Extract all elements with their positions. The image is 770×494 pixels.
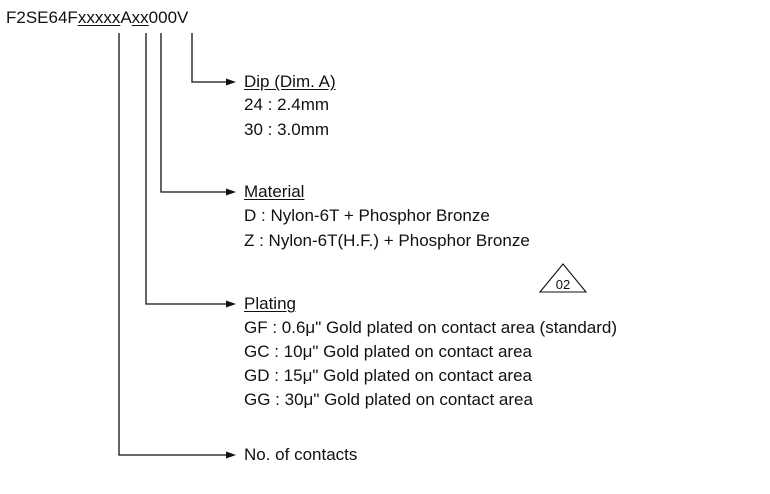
part-number-separator: A xyxy=(120,8,132,27)
dip-leader-line xyxy=(191,33,228,83)
dip-heading: Dip (Dim. A) xyxy=(244,72,336,91)
plating-arrowhead xyxy=(226,300,236,308)
contacts-heading: No. of contacts xyxy=(244,445,358,464)
plating-leader-line xyxy=(145,33,228,305)
material-arrowhead xyxy=(226,188,236,196)
dip-arrowhead xyxy=(226,78,236,86)
plating-option: GG : 30μ" Gold plated on contact area xyxy=(244,390,533,409)
plating-option: GD : 15μ" Gold plated on contact area xyxy=(244,366,532,385)
part-number: F2SE64FxxxxxAxx000V xyxy=(6,8,188,28)
material-heading: Material xyxy=(244,182,305,201)
material-leader-line xyxy=(160,33,228,193)
plating-option: GC : 10μ" Gold plated on contact area xyxy=(244,342,532,361)
dip-option: 24 : 2.4mm xyxy=(244,95,330,114)
material-option: Z : Nylon-6T(H.F.) + Phosphor Bronze xyxy=(244,231,530,250)
contacts-leader-line xyxy=(118,33,228,456)
part-number-dip-code: xx xyxy=(131,8,149,27)
plating-option: GF : 0.6μ" Gold plated on contact area (… xyxy=(244,318,618,337)
part-number-contacts-code: xxxxx xyxy=(77,8,121,27)
contacts-arrowhead xyxy=(226,451,236,459)
material-option: D : Nylon-6T + Phosphor Bronze xyxy=(244,206,490,225)
dip-option: 30 : 3.0mm xyxy=(244,120,330,139)
part-number-prefix: F2SE64F xyxy=(6,8,78,27)
part-number-suffix: 000V xyxy=(148,8,189,27)
revision-triangle-icon xyxy=(538,263,588,293)
revision-mark: 02 xyxy=(556,277,570,292)
plating-heading: Plating xyxy=(244,294,296,313)
